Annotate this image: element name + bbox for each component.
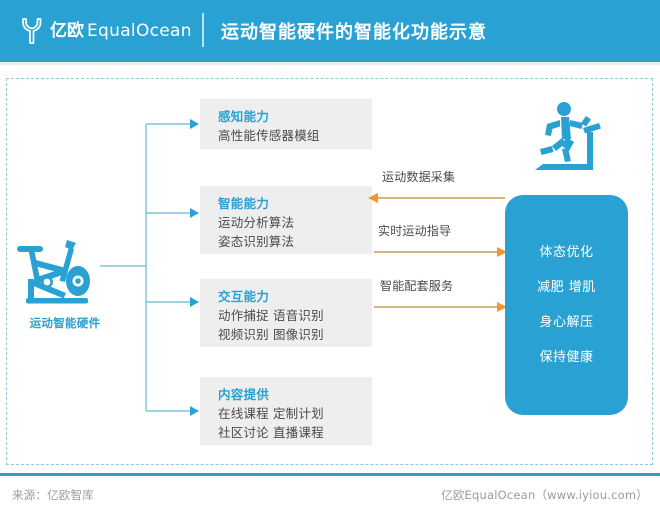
diagram-frame bbox=[6, 78, 653, 465]
source-node-label: 运动智能硬件 bbox=[29, 316, 101, 330]
page-title: 运动智能硬件的智能化功能示意 bbox=[221, 22, 487, 43]
outcome-panel: 体态优化 减肥 增肌 身心解压 保持健康 bbox=[505, 195, 628, 415]
header-underline bbox=[0, 62, 660, 65]
capability-line: 社区讨论 直播课程 bbox=[218, 425, 324, 440]
footer-divider bbox=[0, 473, 660, 476]
exercise-bike-icon bbox=[12, 238, 100, 310]
capability-box-perception[interactable]: 感知能力 高性能传感器模组 bbox=[200, 99, 372, 149]
treadmill-runner-icon bbox=[521, 98, 611, 176]
capability-title: 智能能力 bbox=[218, 196, 270, 211]
logo-text-cn: 亿欧 bbox=[50, 21, 84, 41]
flow-label-smart-services: 智能配套服务 bbox=[380, 279, 454, 293]
footer-brand: 亿欧EqualOcean（www.iyiou.com） bbox=[441, 488, 648, 502]
capability-box-content[interactable]: 内容提供 在线课程 定制计划 社区讨论 直播课程 bbox=[200, 377, 372, 445]
equalocean-tree-logo-icon bbox=[20, 17, 46, 45]
capability-line: 在线课程 定制计划 bbox=[218, 406, 324, 421]
flow-label-data-collection: 运动数据采集 bbox=[382, 170, 456, 184]
capability-box-interaction[interactable]: 交互能力 动作捕捉 语音识别 视频识别 图像识别 bbox=[200, 279, 372, 347]
brand-logo[interactable]: 亿欧 EqualOcean bbox=[20, 16, 192, 46]
capability-box-intelligence[interactable]: 智能能力 运动分析算法 姿态识别算法 bbox=[200, 186, 372, 254]
capability-line: 动作捕捉 语音识别 bbox=[218, 308, 324, 323]
capability-title: 交互能力 bbox=[218, 289, 270, 304]
flow-label-realtime-guidance: 实时运动指导 bbox=[378, 224, 452, 238]
capability-line: 视频识别 图像识别 bbox=[218, 327, 324, 342]
capability-line: 姿态识别算法 bbox=[218, 234, 295, 249]
outcome-item: 体态优化 bbox=[539, 245, 594, 260]
capability-title: 感知能力 bbox=[218, 109, 270, 124]
header-bar bbox=[0, 0, 660, 62]
outcome-item: 身心解压 bbox=[539, 315, 594, 330]
capability-line: 高性能传感器模组 bbox=[218, 128, 320, 143]
capability-title: 内容提供 bbox=[218, 387, 270, 402]
logo-text-en: EqualOcean bbox=[87, 21, 192, 41]
footer-source: 来源：亿欧智库 bbox=[12, 488, 94, 502]
capability-line: 运动分析算法 bbox=[218, 215, 295, 230]
header-divider bbox=[202, 13, 204, 47]
outcome-item: 保持健康 bbox=[539, 350, 594, 365]
outcome-item: 减肥 增肌 bbox=[537, 280, 596, 295]
